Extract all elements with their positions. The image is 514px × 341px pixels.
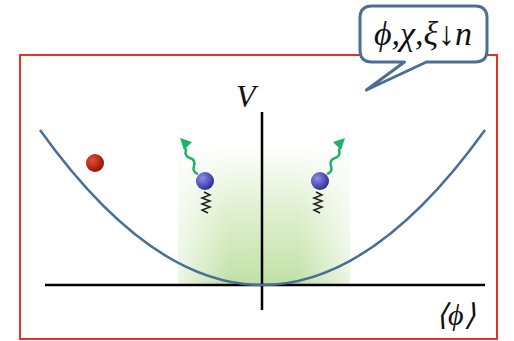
blue-ball [311,172,329,190]
bubble-shape [360,6,487,90]
green-region-fade [178,145,350,285]
speech-bubble: ϕ,χ,ξ↓n [360,6,487,62]
blue-ball [196,172,214,190]
arrow-head [333,138,345,150]
green-region [178,145,350,285]
potential-curve [40,130,485,285]
frame [20,55,497,339]
bubble-text: ϕ,χ,ξ↓n [374,17,472,51]
squiggle [314,192,322,213]
arrow-head [180,138,192,150]
squiggle [202,192,210,213]
axis-label: ⟨ϕ⟩ [436,300,476,330]
red-ball [86,154,104,172]
wavy-arrow [327,146,341,174]
y-axis [261,112,264,310]
axis-label: V [236,80,256,112]
wavy-arrow [184,146,198,174]
